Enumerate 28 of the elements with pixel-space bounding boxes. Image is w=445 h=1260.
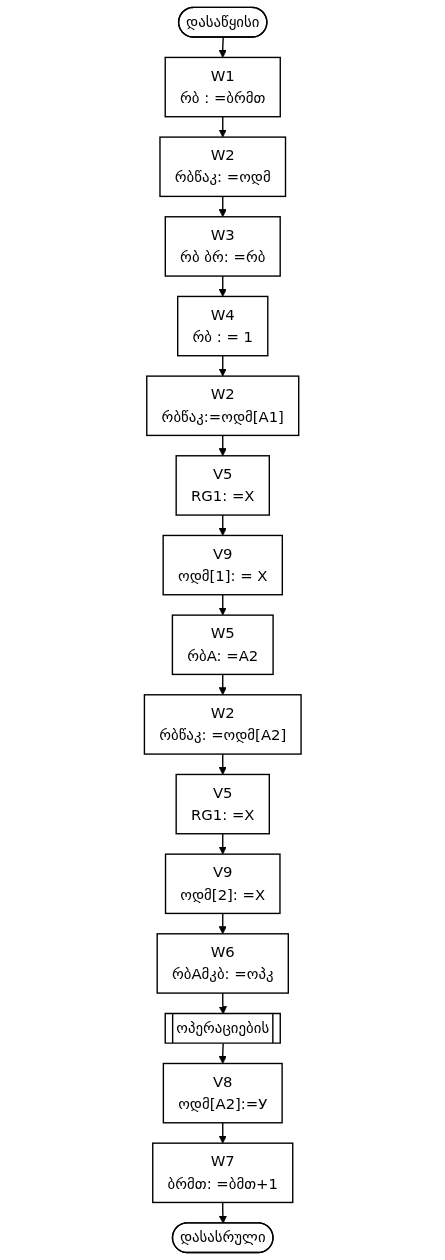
node-box: W2 რბწაკ: =ოდმ[A2] [143,694,302,755]
arrow [218,1122,227,1144]
node-box: W1 რბ : =ბრმთ [164,56,281,118]
node-box: V5 RG1: =X [175,773,270,835]
arrow [218,594,227,616]
arrow [218,753,227,775]
arrow [218,1201,227,1224]
node-box: V5 RG1: =X [175,455,270,516]
node-box: W2 რბწაკ:=ოდმ[A1] [145,375,300,437]
arrow [218,275,227,297]
arrow [218,912,227,935]
arrow [218,195,227,218]
node-box: W3 რბ ბრ: =რბ [164,216,281,277]
node-box: W4 რბ : = 1 [176,295,269,357]
arrow [218,116,227,138]
node-box: W2 რბწაკ: =ოდმ [159,136,286,198]
node-box: V8 ოდმ[A2]:=У [162,1062,283,1124]
node-box: V9 ოდმ[1]: = X [162,534,283,596]
arrow [218,355,227,377]
node-box: W5 რბA: =A2 [171,614,274,676]
node-box: W6 რბAმკბ: =ოპკ [156,933,289,994]
node-box: W7 ბრმთ: =ბმთ+1 [151,1142,294,1204]
arrow [218,514,227,536]
arrow [218,673,227,696]
arrow [218,833,227,855]
arrow [218,434,227,457]
node-box: V9 ოდმ[2]: =X [164,853,281,915]
arrow [218,36,227,58]
